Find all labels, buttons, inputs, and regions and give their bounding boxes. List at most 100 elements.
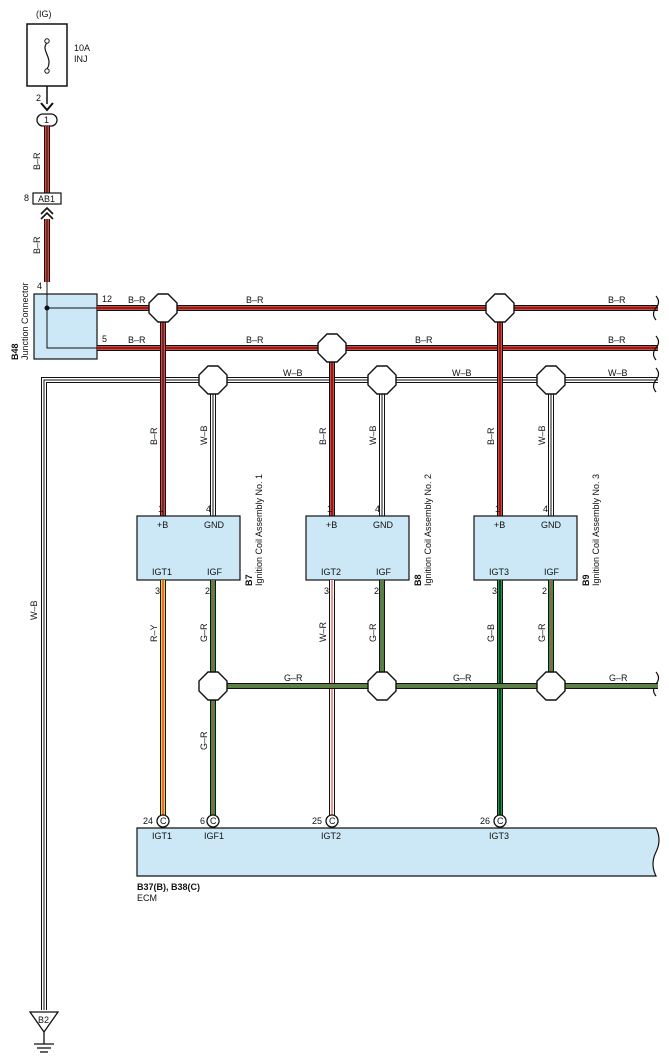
coil2-code: B8 — [413, 574, 423, 586]
wire-label-wb-2: W–B — [452, 368, 472, 378]
coil3-pin-igf: 2 — [542, 586, 547, 596]
coil2-pin-igf: 2 — [374, 586, 379, 596]
wire-label-wb-1: W–B — [283, 368, 303, 378]
wire-label-gr-c1: G–R — [199, 623, 209, 642]
coil3-lbl-igf: IGF — [544, 567, 560, 577]
fuse-icon — [44, 38, 50, 74]
wire-label-gb: G–B — [486, 624, 496, 642]
coil1-lbl-igt: IGT1 — [152, 567, 172, 577]
junction-name: Junction Connector — [20, 282, 30, 360]
coil2-pin-igt: 3 — [324, 586, 329, 596]
coil2-name: Ignition Coil Assembly No. 2 — [423, 474, 433, 586]
wire-label-br-top-2: B–R — [246, 295, 264, 305]
svg-text:C: C — [160, 816, 167, 826]
coil3-pin-igt: 3 — [492, 586, 497, 596]
coil1-pin-igf: 2 — [205, 586, 210, 596]
connector-oval-label: 1 — [44, 115, 49, 125]
connector-arrow-icon — [40, 102, 54, 112]
wire-label-wb-3: W–B — [608, 368, 628, 378]
wire-label-wb-c3: W–B — [537, 425, 547, 445]
ecm-codes: B37(B), B38(C) — [137, 882, 200, 892]
wire-cut-ends — [652, 295, 660, 697]
coil3-pin-gnd: 4 — [543, 504, 548, 514]
wire-label-br-bot-3: B–R — [415, 335, 433, 345]
wire-label-gr-c2: G–R — [368, 623, 378, 642]
coil1-pin-igt: 3 — [155, 586, 160, 596]
coil3-code: B9 — [581, 574, 591, 586]
coil2-lbl-igt: IGT2 — [321, 567, 341, 577]
junction-pin-out-top: 12 — [102, 294, 112, 304]
coil3-lbl-gnd: GND — [541, 520, 562, 530]
junction-code: B48 — [10, 343, 20, 360]
ab1-pin: 8 — [24, 193, 29, 203]
ecm-pin-25: 25 — [312, 816, 322, 826]
coil1-lbl-igf: IGF — [207, 567, 223, 577]
ab1-connector — [32, 192, 62, 205]
wire-label-gr-bus-1: G–R — [284, 673, 303, 683]
wire-wb-bus — [41, 377, 658, 1010]
wire-label-wr: W–R — [318, 622, 328, 643]
fuse-pin: 2 — [36, 93, 41, 103]
coil3-pin-b: 1 — [495, 504, 500, 514]
coil1-lbl-b: +B — [157, 520, 168, 530]
ecm-lbl-igf1: IGF1 — [204, 831, 224, 841]
svg-text:C: C — [497, 816, 504, 826]
wire-label-gr-bus-3: G–R — [609, 673, 628, 683]
coil3-lbl-igt: IGT3 — [489, 567, 509, 577]
coil1-pin-gnd: 4 — [206, 504, 211, 514]
coil1-code: B7 — [244, 574, 254, 586]
wire-label-br-top-1: B–R — [128, 295, 146, 305]
wire-label-br-top-3: B–R — [608, 295, 626, 305]
wire-label-gr-ecm: G–R — [199, 731, 209, 750]
wire-label-br-c1: B–R — [149, 427, 159, 445]
ab1-arrow-icon — [40, 206, 54, 220]
wire-label-br-c3: B–R — [486, 427, 496, 445]
wire-label-br-bot-4: B–R — [608, 335, 626, 345]
wire-label-br-c2: B–R — [318, 427, 328, 445]
wire-label-gr-bus-2: G–R — [453, 673, 472, 683]
wire-gr-igf — [210, 580, 658, 815]
wire-label-br-bot-1: B–R — [128, 335, 146, 345]
svg-text:C: C — [329, 816, 336, 826]
coil2-lbl-b: +B — [326, 520, 337, 530]
ecm-lbl-igt2: IGT2 — [321, 831, 341, 841]
power-source-label: (IG) — [36, 9, 52, 19]
fuse-rating: 10A — [74, 43, 90, 53]
coil3-name: Ignition Coil Assembly No. 3 — [591, 474, 601, 586]
ignition-coil-2: 1 4 +B GND IGT2 IGF 3 2 B8 Ignition Coil… — [305, 474, 433, 596]
wire-label-wb-c1: W–B — [199, 425, 209, 445]
ecm-pin-24: 24 — [143, 816, 153, 826]
wire-label-ry: R–Y — [149, 624, 159, 642]
ground-icon — [28, 1011, 60, 1053]
wire-wb-drops — [210, 380, 554, 516]
fuse-name: INJ — [74, 54, 88, 64]
svg-text:C: C — [210, 816, 217, 826]
coil2-lbl-igf: IGF — [376, 567, 392, 577]
ecm-lbl-igt1: IGT1 — [152, 831, 172, 841]
ignition-coil-1: 1 4 +B GND IGT1 IGF 3 2 B7 Ignition Coil… — [136, 474, 264, 596]
wire-label-wb-ground: W–B — [29, 600, 39, 620]
splice-points — [148, 293, 566, 701]
coil2-pin-b: 1 — [327, 504, 332, 514]
wire-label-br-bot-2: B–R — [246, 335, 264, 345]
ab1-label: AB1 — [38, 194, 55, 204]
junction-pin-out-bottom: 5 — [102, 334, 107, 344]
ecm-pin-26: 26 — [480, 816, 490, 826]
coil2-lbl-gnd: GND — [373, 520, 394, 530]
ground-label: B2 — [38, 1015, 49, 1025]
ignition-coil-3: 1 4 +B GND IGT3 IGF 3 2 B9 Ignition Coil… — [473, 474, 601, 596]
ecm-pin-6: 6 — [200, 816, 205, 826]
coil3-lbl-b: +B — [494, 520, 505, 530]
junction-pin-in: 4 — [37, 281, 42, 291]
coil2-pin-gnd: 4 — [375, 504, 380, 514]
coil1-name: Ignition Coil Assembly No. 1 — [254, 474, 264, 586]
coil1-pin-b: 1 — [158, 504, 163, 514]
wire-label-br-1: B–R — [32, 152, 42, 170]
junction-connector — [33, 293, 98, 360]
wire-label-br-2: B–R — [32, 236, 42, 254]
ecm-name: ECM — [137, 893, 157, 903]
ecm-box — [136, 827, 660, 877]
ecm-lbl-igt3: IGT3 — [489, 831, 509, 841]
wire-label-gr-c3: G–R — [537, 623, 547, 642]
